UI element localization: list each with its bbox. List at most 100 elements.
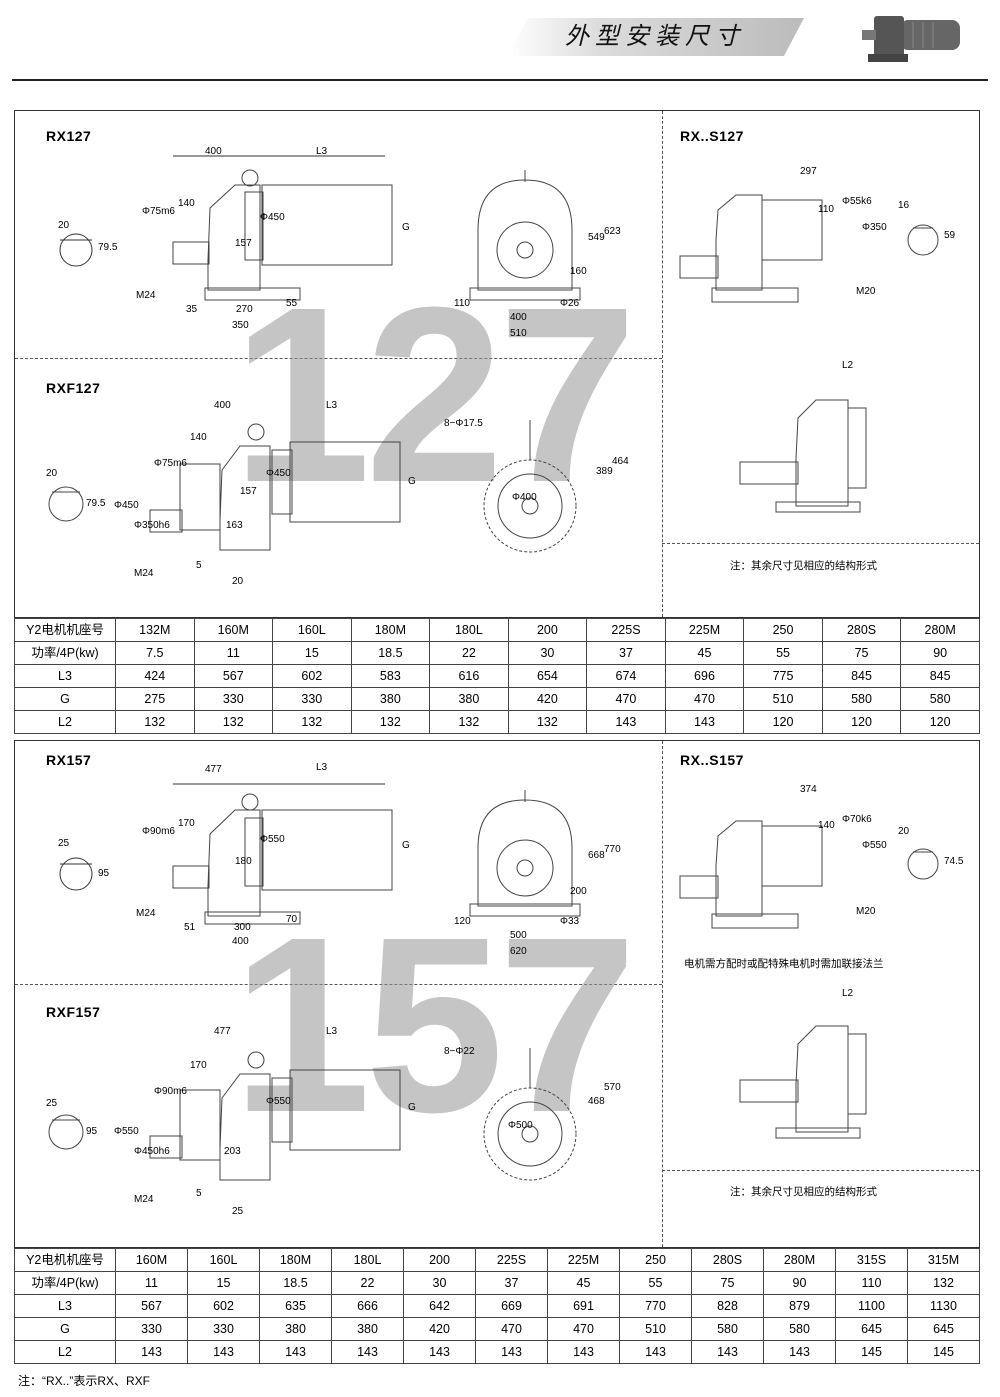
table-cell: 18.5 (259, 1271, 332, 1295)
dim-label: 20 (232, 576, 244, 587)
dim-label: 140 (190, 432, 207, 443)
table-cell: 132 (907, 1271, 980, 1295)
divider (662, 741, 663, 1247)
table-cell: 602 (187, 1294, 260, 1318)
dim-label: 74.5 (944, 856, 964, 867)
table-cell: 1130 (907, 1294, 980, 1318)
dim-label: 79.5 (86, 498, 106, 509)
table-cell: 143 (403, 1340, 476, 1364)
table-cell: 145 (907, 1340, 980, 1364)
table-cell: 424 (115, 664, 195, 688)
table-cell: 30 (403, 1271, 476, 1295)
table-cell: 37 (586, 641, 666, 665)
dim-label: 549 (588, 232, 605, 243)
dim-label: 160 (570, 266, 587, 277)
divider (15, 358, 662, 359)
dim-label: Φ75m6 (142, 206, 175, 217)
dim-label: 59 (944, 230, 956, 241)
dim-label: 500 (510, 930, 527, 941)
header-rule (12, 79, 988, 81)
table-cell: 380 (259, 1317, 332, 1341)
dim-label: Φ550 (260, 834, 285, 845)
dim-label: 35 (186, 304, 198, 315)
table-cell: 143 (547, 1340, 620, 1364)
table-cell: 160M (193, 618, 274, 642)
table-cell: 55 (619, 1271, 692, 1295)
dim-label: 468 (588, 1096, 605, 1107)
table-cell: 654 (507, 664, 588, 688)
dim-label: 400 (205, 146, 222, 157)
model-label-rx: RX127 (46, 128, 92, 144)
table-cell: 669 (475, 1294, 548, 1318)
table-cell: 30 (507, 641, 588, 665)
table-cell: 666 (331, 1294, 404, 1318)
section-157-frame (14, 740, 980, 1248)
dim-label: 140 (818, 820, 835, 831)
table-cell: 132 (507, 710, 588, 734)
table-cell: 280S (821, 618, 902, 642)
table-cell: 645 (835, 1317, 908, 1341)
table-cell: 55 (743, 641, 823, 665)
table-cell: 567 (193, 664, 274, 688)
model-label-rxf: RXF157 (46, 1004, 101, 1020)
dim-label: 25 (232, 1206, 244, 1217)
shaft-section-drawing (48, 1114, 84, 1150)
dim-label: 170 (190, 1060, 207, 1071)
dim-label: L3 (326, 1026, 338, 1037)
table-cell: 280M (763, 1248, 836, 1272)
table-cell: 90 (900, 641, 980, 665)
table-cell: 280S (691, 1248, 764, 1272)
dim-label: 623 (604, 226, 621, 237)
flange-note: 电机需方配时或配特殊电机时需加联接法兰 (684, 958, 884, 970)
table-cell: 132 (429, 710, 509, 734)
dim-label: 477 (214, 1026, 231, 1037)
table-cell: 635 (259, 1294, 332, 1318)
dim-label: Φ550 (114, 1126, 139, 1137)
table-cell: 110 (835, 1271, 908, 1295)
table-cell: 75 (821, 641, 902, 665)
row-header: G (14, 1317, 116, 1341)
dim-label: M24 (134, 568, 154, 579)
dim-label: 70 (286, 914, 298, 925)
dim-label: 20 (898, 826, 910, 837)
dim-label: 25 (46, 1098, 58, 1109)
table-cell: 132 (115, 710, 195, 734)
model-label-rxs: RX..S157 (680, 752, 744, 768)
table-cell: 250 (743, 618, 823, 642)
table-cell: 645 (907, 1317, 980, 1341)
table-cell: 200 (507, 618, 588, 642)
table-cell: 275 (115, 687, 195, 711)
dim-label: 163 (226, 520, 243, 531)
dim-label: Φ70k6 (842, 814, 872, 825)
table-cell: 22 (331, 1271, 404, 1295)
page-title: 外型安装尺寸 (565, 23, 745, 50)
dim-label: Φ55k6 (842, 196, 872, 207)
table-cell: 180L (331, 1248, 404, 1272)
dim-label: G (402, 222, 410, 233)
dim-label: Φ450h6 (134, 1146, 170, 1157)
table-cell: 580 (763, 1317, 836, 1341)
dim-label: L3 (316, 762, 328, 773)
table-cell: 11 (115, 1271, 188, 1295)
table-cell: 160M (115, 1248, 188, 1272)
dim-label: 20 (58, 220, 70, 231)
table-cell: 420 (507, 687, 588, 711)
divider (662, 1170, 979, 1171)
dim-label: 200 (570, 886, 587, 897)
footer-note: 注：“RX..”表示RX、RXF (18, 1374, 151, 1388)
table-cell: 37 (475, 1271, 548, 1295)
dim-label: 400 (232, 936, 249, 947)
table-cell: 420 (403, 1317, 476, 1341)
shaft-section-drawing (907, 224, 939, 256)
dim-label: 95 (86, 1126, 98, 1137)
dim-label: Φ450 (114, 500, 139, 511)
table-cell: 470 (475, 1317, 548, 1341)
row-header: L3 (14, 1294, 116, 1318)
dim-label: 770 (604, 844, 621, 855)
